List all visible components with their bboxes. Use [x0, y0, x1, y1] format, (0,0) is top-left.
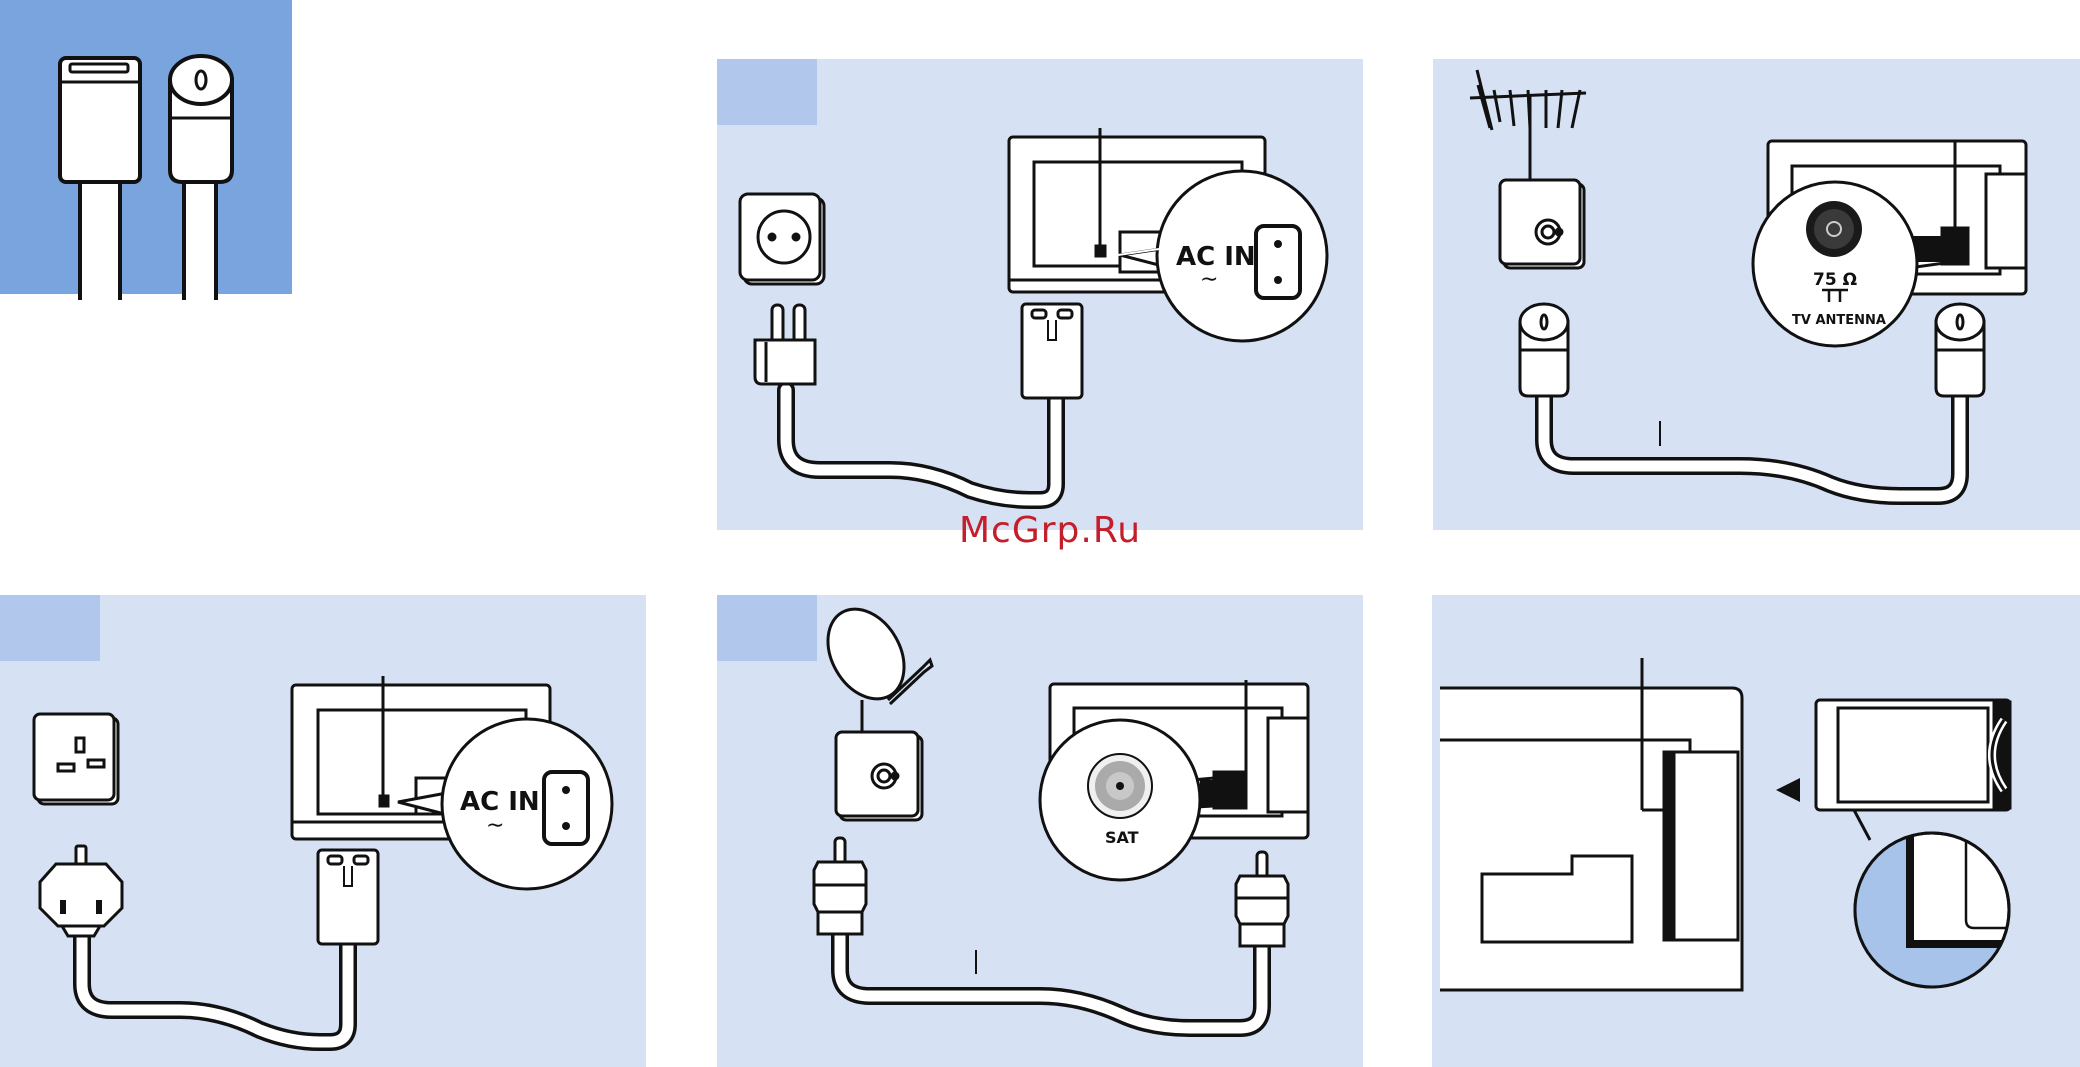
watermark-text: McGrp.Ru — [860, 510, 1240, 551]
coax-connector-icon — [1936, 304, 1984, 396]
coax-connector-icon — [1520, 304, 1568, 396]
panel-uk-power: AC IN ∼ — [0, 595, 646, 1067]
tv-back-panel-icon — [1440, 658, 1742, 990]
panel-eu-power: AC IN ∼ — [717, 59, 1363, 530]
panel-ci-module — [1432, 595, 2080, 1067]
antenna-ohm-label: 75 Ω — [1813, 270, 1857, 290]
antenna-wall-socket-icon — [836, 732, 922, 820]
sat-input-label: SAT — [1105, 828, 1139, 847]
ac-in-tilde: ∼ — [1200, 267, 1218, 292]
uk-wall-socket-icon — [34, 714, 118, 804]
header-panel — [0, 0, 292, 300]
iec-power-connector-icon — [1022, 304, 1082, 398]
panel-antenna: 75 Ω TV ANTENNA — [1433, 59, 2080, 530]
antenna-input-label: TV ANTENNA — [1792, 313, 1886, 328]
panel-satellite: SAT — [717, 595, 1363, 1067]
iec-power-connector-icon — [318, 850, 378, 944]
ac-in-tilde: ∼ — [486, 813, 504, 838]
antenna-wall-socket-icon — [1500, 180, 1584, 268]
eu-wall-socket-icon — [740, 194, 824, 284]
